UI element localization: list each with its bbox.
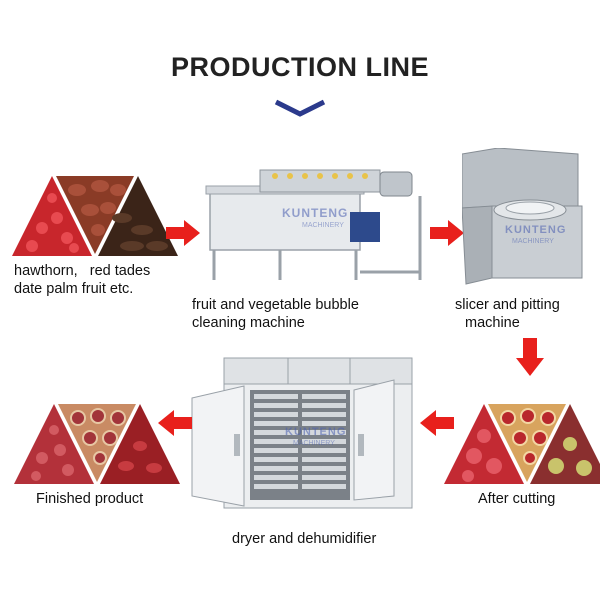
arrow-left-icon [420,410,454,436]
washer-label: fruit and vegetable bubble cleaning mach… [192,296,432,332]
raw-fruit-image [12,176,178,256]
bubble-washer-image [205,169,422,280]
finished-label: Finished product [36,491,144,507]
slicer-watermark-sub: MACHINERY [512,238,554,245]
washer-watermark: KUNTENG [282,206,349,220]
slicer-label-line2: machine [465,315,520,331]
slicer-label: slicer and pitting machine [455,296,595,332]
finished-product-image [14,404,180,484]
page-title: PRODUCTION LINE [170,52,429,82]
arrow-down-icon [516,338,544,376]
slicer-pitting-image [462,148,583,285]
arrow-right-icon [166,220,200,246]
cut-fruit-image [444,404,600,484]
dryer-watermark: KUNTENG [285,426,347,438]
arrow-right-icon [430,220,464,246]
washer-watermark-sub: MACHINERY [302,222,344,229]
chevron-down-icon [274,99,326,117]
dryer-image [191,357,413,509]
raw-label-line2: date palm fruit etc. [14,281,134,297]
dryer-label: dryer and dehumidifier [232,531,377,547]
dryer-watermark-sub: MACHINERY [293,440,335,447]
cut-label: After cutting [478,491,556,507]
slicer-watermark: KUNTENG [505,224,567,236]
raw-label: hawthorn, red tades date palm fruit etc. [14,262,204,298]
washer-label-line1: fruit and vegetable bubble [192,297,359,313]
raw-label-line1: hawthorn, red tades [14,263,151,279]
slicer-label-line1: slicer and pitting [455,297,560,313]
arrow-left-icon [158,410,192,436]
washer-label-line2: cleaning machine [192,315,305,331]
